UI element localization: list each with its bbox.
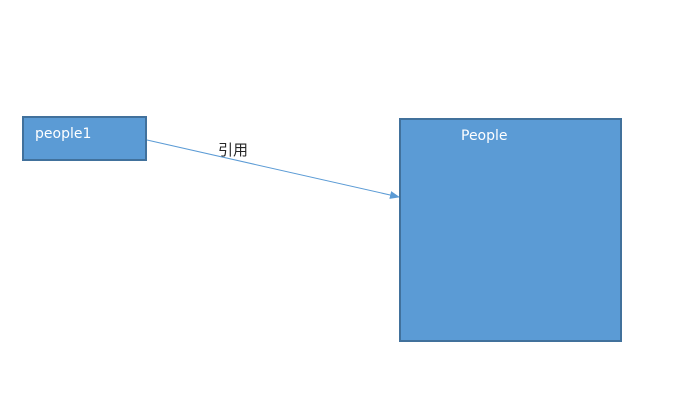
people-class-node-label: People — [461, 128, 508, 144]
arrow-line — [146, 139, 400, 199]
people1-node[interactable]: people1 — [22, 116, 147, 161]
people1-node-label: people1 — [35, 126, 92, 142]
people-class-node[interactable]: People — [399, 118, 622, 342]
reference-label: 引用 — [218, 141, 249, 159]
